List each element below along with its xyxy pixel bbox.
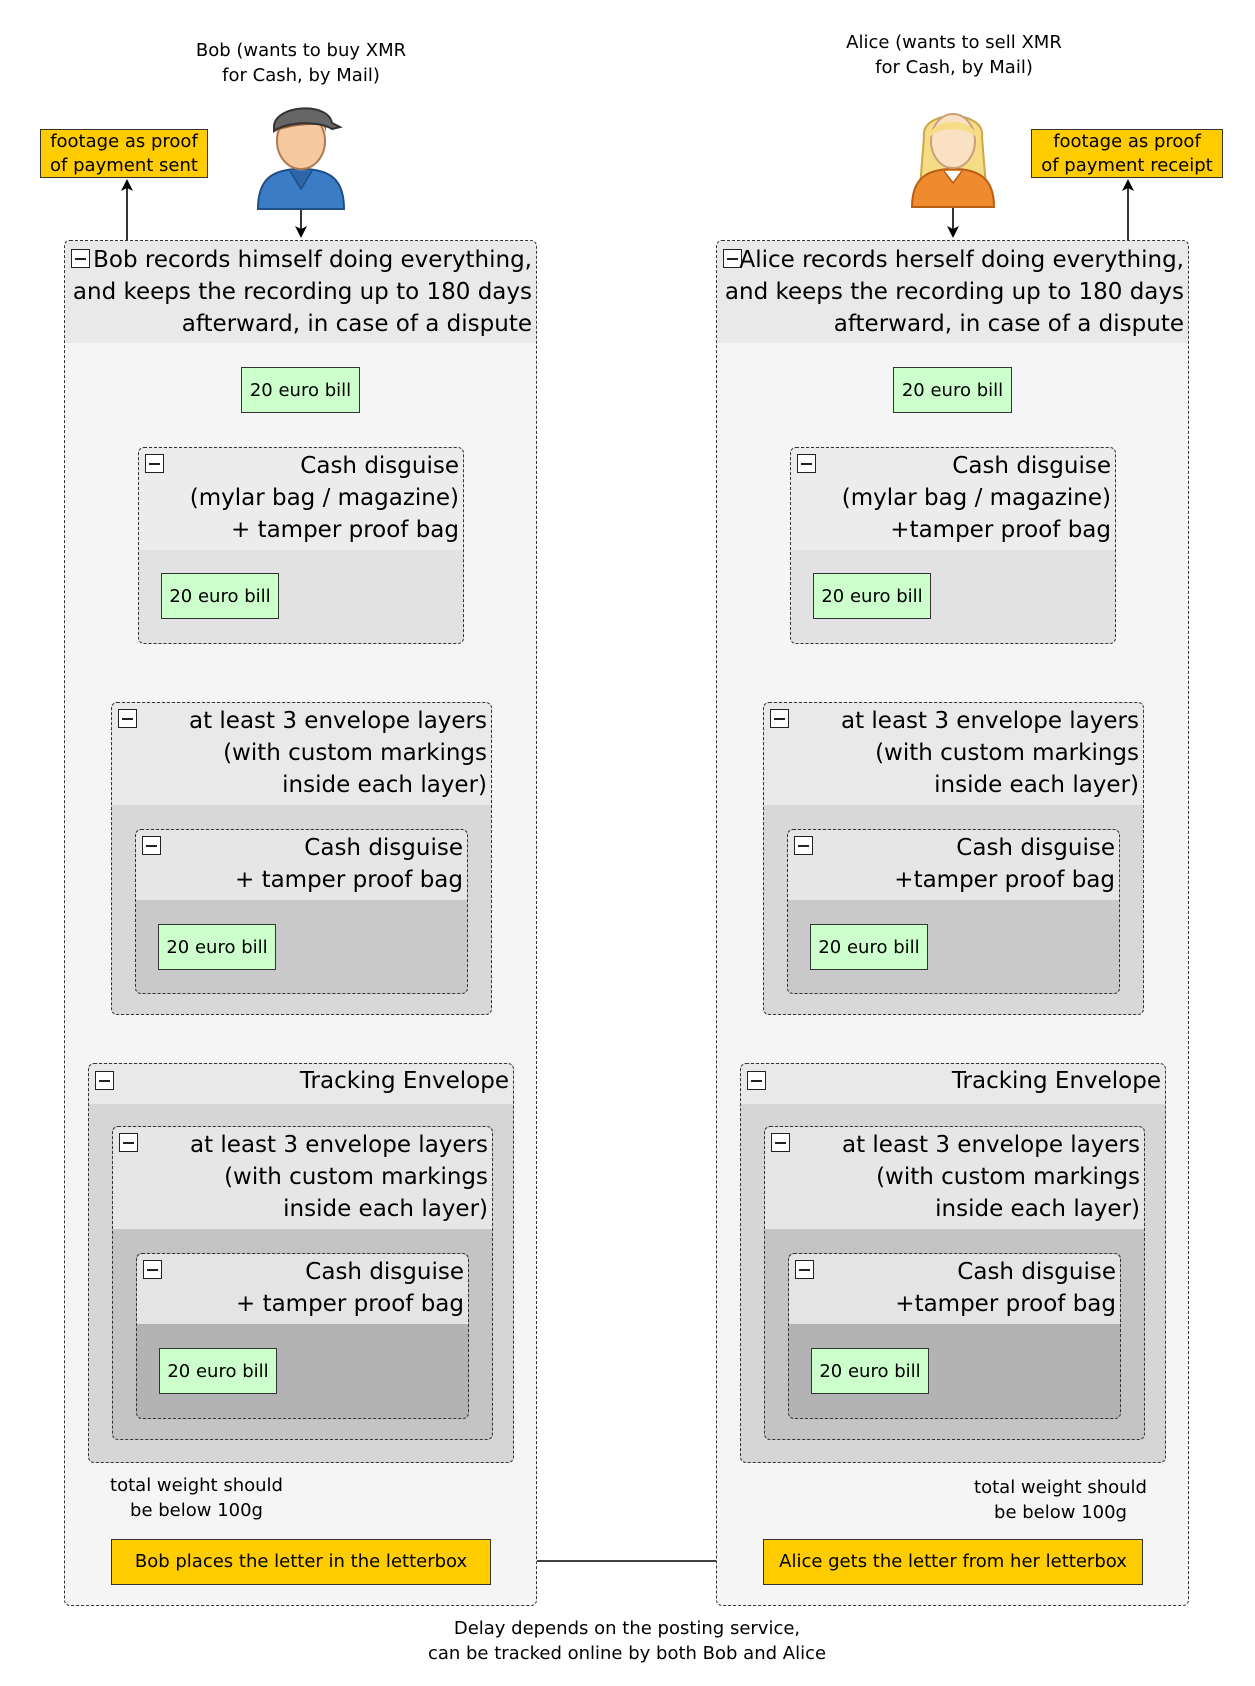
bob-envelope-disguise-group: Cash disguise + tamper proof bag 20 euro… <box>135 829 468 994</box>
bob-envelope-group: at least 3 envelope layers (with custom … <box>111 702 492 1015</box>
collapse-icon[interactable] <box>118 709 137 728</box>
bob-tracking-disguise-group: Cash disguise + tamper proof bag 20 euro… <box>136 1253 469 1419</box>
bob-avatar <box>254 97 348 211</box>
alice-footage-note: footage as proof of payment receipt <box>1031 129 1223 178</box>
bob-tracking-envelope-title: at least 3 envelope layers (with custom … <box>189 1132 488 1222</box>
bob-weight-note: total weight should be below 100g <box>110 1475 283 1521</box>
alice-record-title: Alice records herself doing everything, … <box>724 247 1184 337</box>
collapse-icon[interactable] <box>142 836 161 855</box>
alice-envelope-disguise-title: Cash disguise +tamper proof bag <box>894 835 1115 893</box>
bob-actor-label: Bob (wants to buy XMR for Cash, by Mail) <box>195 40 407 86</box>
collapse-icon[interactable] <box>119 1133 138 1152</box>
collapse-icon[interactable] <box>143 1260 162 1279</box>
bob-tracking-disguise-title: Cash disguise + tamper proof bag <box>235 1259 464 1317</box>
alice-bill-tracking: 20 euro bill <box>811 1348 929 1394</box>
collapse-icon[interactable] <box>794 836 813 855</box>
bob-envelope-title: at least 3 envelope layers (with custom … <box>188 708 487 798</box>
bob-disguise-title: Cash disguise (mylar bag / magazine) + t… <box>189 453 459 543</box>
alice-tracking-envelope-title: at least 3 envelope layers (with custom … <box>841 1132 1140 1222</box>
bob-bill-tracking: 20 euro bill <box>159 1348 277 1394</box>
collapse-icon[interactable] <box>771 1133 790 1152</box>
alice-tracking-disguise-group: Cash disguise +tamper proof bag 20 euro … <box>788 1253 1121 1419</box>
alice-bill-top: 20 euro bill <box>893 367 1012 413</box>
alice-disguise-group: Cash disguise (mylar bag / magazine) +ta… <box>790 447 1116 644</box>
collapse-icon[interactable] <box>145 454 164 473</box>
collapse-icon[interactable] <box>723 249 742 268</box>
alice-tracking-envelope-group: at least 3 envelope layers (with custom … <box>764 1126 1145 1440</box>
collapse-icon[interactable] <box>795 1260 814 1279</box>
bob-bill-disguise: 20 euro bill <box>161 573 279 619</box>
bob-tracking-group: Tracking Envelope at least 3 envelope la… <box>88 1063 514 1463</box>
bob-disguise-group: Cash disguise (mylar bag / magazine) + t… <box>138 447 464 644</box>
bob-bill-envelope: 20 euro bill <box>158 924 276 970</box>
collapse-icon[interactable] <box>71 249 90 268</box>
delay-note: Delay depends on the posting service, ca… <box>427 1618 827 1664</box>
collapse-icon[interactable] <box>797 454 816 473</box>
alice-tracking-group: Tracking Envelope at least 3 envelope la… <box>740 1063 1166 1463</box>
bob-letterbox-action: Bob places the letter in the letterbox <box>111 1539 491 1585</box>
alice-bill-envelope: 20 euro bill <box>810 924 928 970</box>
collapse-icon[interactable] <box>747 1071 766 1090</box>
alice-tracking-title: Tracking Envelope <box>951 1068 1161 1094</box>
alice-envelope-group: at least 3 envelope layers (with custom … <box>763 702 1144 1015</box>
collapse-icon[interactable] <box>95 1071 114 1090</box>
bob-footage-note: footage as proof of payment sent <box>40 129 208 178</box>
alice-letterbox-action: Alice gets the letter from her letterbox <box>763 1539 1143 1585</box>
alice-avatar <box>906 97 1000 209</box>
alice-bill-disguise: 20 euro bill <box>813 573 931 619</box>
bob-bill-top: 20 euro bill <box>241 367 360 413</box>
alice-envelope-title: at least 3 envelope layers (with custom … <box>840 708 1139 798</box>
alice-weight-note: total weight should be below 100g <box>974 1477 1147 1523</box>
alice-actor-label: Alice (wants to sell XMR for Cash, by Ma… <box>846 32 1062 78</box>
alice-disguise-title: Cash disguise (mylar bag / magazine) +ta… <box>841 453 1111 543</box>
alice-envelope-disguise-group: Cash disguise +tamper proof bag 20 euro … <box>787 829 1120 994</box>
alice-tracking-disguise-title: Cash disguise +tamper proof bag <box>895 1259 1116 1317</box>
bob-envelope-disguise-title: Cash disguise + tamper proof bag <box>234 835 463 893</box>
bob-record-title: Bob records himself doing everything, an… <box>72 247 532 337</box>
collapse-icon[interactable] <box>770 709 789 728</box>
bob-tracking-envelope-group: at least 3 envelope layers (with custom … <box>112 1126 493 1440</box>
bob-tracking-title: Tracking Envelope <box>299 1068 509 1094</box>
